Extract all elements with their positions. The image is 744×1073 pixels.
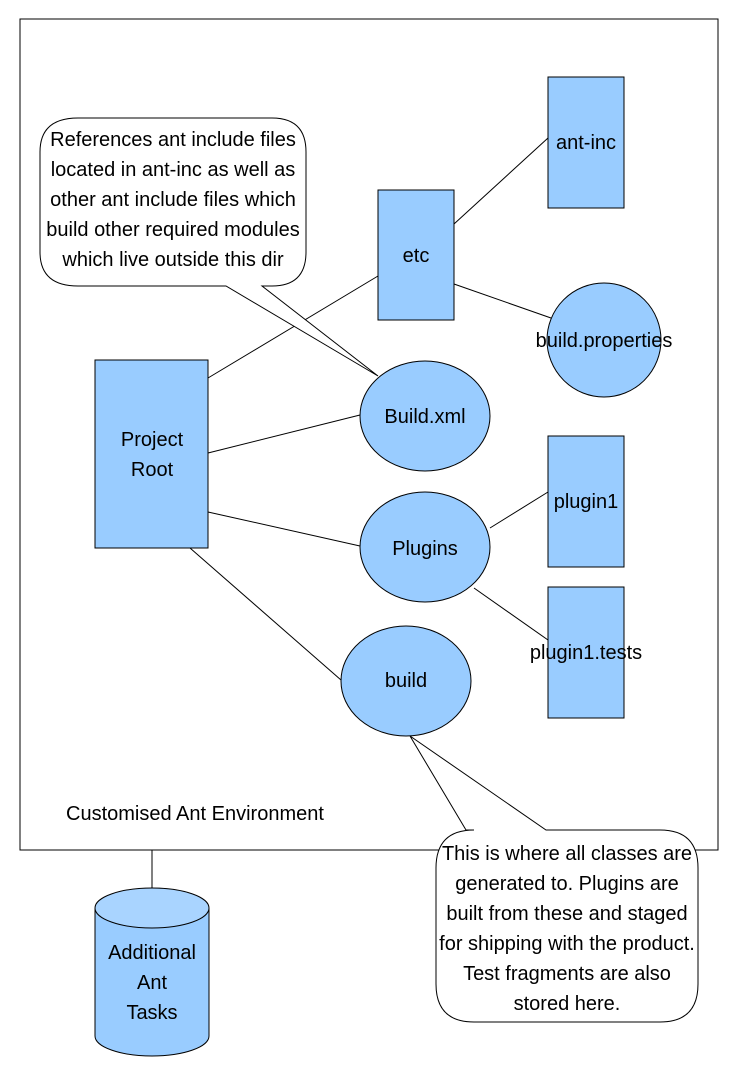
edge-etc-antinc	[453, 137, 549, 225]
plugin1-tests-label: plugin1.tests	[530, 642, 642, 664]
build-note-line1: This is where all classes are	[442, 843, 692, 865]
node-build-properties	[546, 282, 662, 398]
build-xml-note-line4: build other required modules	[46, 219, 300, 241]
edge-root-plugins	[207, 511, 361, 547]
plugins-label: Plugins	[392, 538, 458, 560]
build-xml-ellipse	[359, 360, 491, 472]
build-note-line4: for shipping with the product.	[439, 933, 695, 955]
build-note-line5: Test fragments are also	[463, 963, 671, 985]
edge-etc-buildproperties	[453, 283, 552, 319]
edge-root-build	[189, 547, 342, 681]
node-plugins: Plugins	[359, 491, 491, 603]
plugin1-tests-box	[547, 586, 625, 719]
node-additional-ant-tasks: Additional Ant Tasks	[94, 887, 210, 1057]
build-note-bubble	[409, 735, 699, 1023]
edge-plugins-plugin1tests	[473, 587, 549, 641]
build-xml-note-line5: which live outside this dir	[61, 249, 284, 271]
ant-inc-box	[547, 76, 625, 209]
etc-box	[377, 189, 455, 321]
container-label: Customised Ant Environment	[66, 803, 324, 825]
connectors	[151, 137, 552, 888]
node-ant-inc: ant-inc	[547, 76, 625, 209]
callout-build-note: This is where all classes are generated …	[409, 735, 699, 1023]
callout-build-xml-note: References ant include files located in …	[39, 117, 379, 377]
project-root-box	[94, 359, 209, 549]
build-properties-circle	[546, 282, 662, 398]
edge-root-buildxml	[207, 414, 361, 454]
build-ellipse	[340, 625, 472, 737]
build-label: build	[385, 670, 427, 692]
ant-tasks-cylinder-top	[94, 887, 210, 929]
build-xml-note-line3: other ant include files which	[50, 189, 296, 211]
project-root-label-line1: Project	[121, 429, 184, 451]
build-xml-note-line2: located in ant-inc as well as	[51, 159, 296, 181]
node-build: build	[340, 625, 472, 737]
build-note-line6: stored here.	[514, 993, 621, 1015]
build-note-line2: generated to. Plugins are	[455, 873, 679, 895]
plugins-ellipse	[359, 491, 491, 603]
edge-root-etc	[207, 275, 379, 379]
etc-label: etc	[403, 245, 430, 267]
node-plugin1-tests	[547, 586, 625, 719]
node-project-root: Project Root	[94, 359, 209, 549]
project-root-label-line2: Root	[131, 459, 174, 481]
node-etc: etc	[377, 189, 455, 321]
ant-tasks-cylinder-body	[94, 908, 210, 1057]
build-xml-label: Build.xml	[384, 406, 465, 428]
ant-tasks-label-line1: Additional	[108, 942, 196, 964]
node-build-xml: Build.xml	[359, 360, 491, 472]
ant-tasks-label-line3: Tasks	[126, 1002, 177, 1024]
build-xml-note-bubble	[39, 117, 379, 377]
edge-plugins-plugin1	[489, 491, 549, 529]
plugin1-label: plugin1	[554, 491, 619, 513]
node-plugin1: plugin1	[547, 435, 625, 568]
build-xml-note-line1: References ant include files	[50, 129, 296, 151]
ant-tasks-label-line2: Ant	[137, 972, 167, 994]
build-note-line3: built from these and staged	[446, 903, 687, 925]
plugin1-box	[547, 435, 625, 568]
ant-inc-label: ant-inc	[556, 132, 616, 154]
build-properties-label: build.properties	[536, 330, 673, 352]
